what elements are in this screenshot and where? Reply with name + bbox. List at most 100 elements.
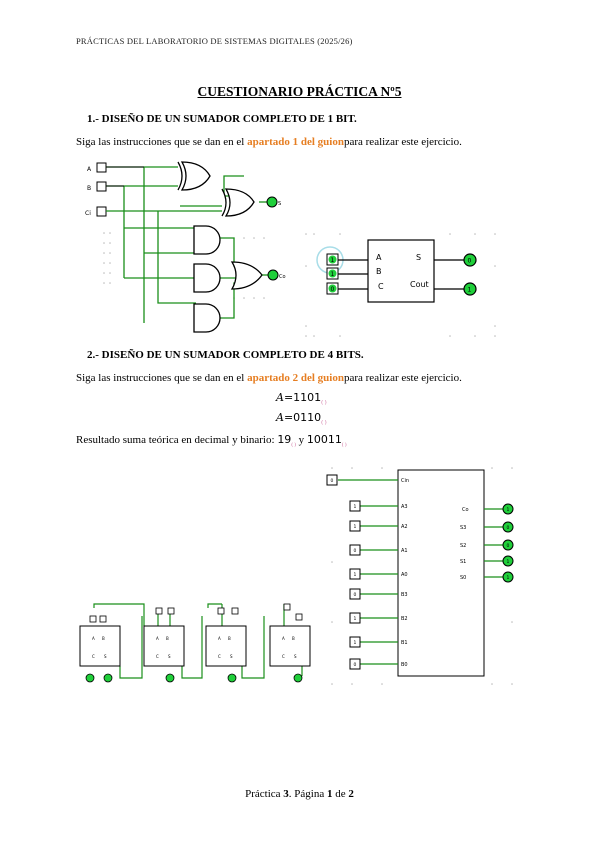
svg-text:0: 0 xyxy=(331,478,334,484)
chip-output-labels: Co S3 S2 S1 S0 xyxy=(460,507,469,581)
svg-text:0: 0 xyxy=(507,525,510,531)
and-gate-2 xyxy=(193,263,221,293)
chip-pin-b1[interactable] xyxy=(349,636,361,648)
block-output-s xyxy=(463,253,477,267)
adder-block-4 xyxy=(269,625,311,667)
chip-pin-a2[interactable] xyxy=(349,520,361,532)
eq2-value: =0110 xyxy=(283,411,322,424)
svg-text:0: 0 xyxy=(507,543,510,549)
svg-text:C: C xyxy=(156,654,159,659)
full-adder-block: 1 1 0 A B C S Cout 0 1 xyxy=(305,233,496,337)
page-header: PRÁCTICAS DEL LABORATORIO DE SISTEMAS DI… xyxy=(76,36,353,46)
led-in-a xyxy=(328,255,337,264)
result-line: Resultado suma teórica en decimal y bina… xyxy=(76,433,347,448)
chip-input-labels: Cin A3 A2 A1 A0 B3 B2 B1 B0 xyxy=(401,478,409,668)
adder-block-2 xyxy=(143,625,185,667)
svg-text:0: 0 xyxy=(354,662,357,668)
svg-text:S: S xyxy=(294,654,297,659)
svg-text:A2: A2 xyxy=(401,524,408,530)
input-pin-a[interactable] xyxy=(96,162,107,173)
eq2-variable: A xyxy=(276,411,284,424)
eq1-sub: ( ) xyxy=(321,400,327,407)
block-in-value-c: 0 xyxy=(331,286,335,293)
green-wires xyxy=(106,166,269,323)
svg-text:C: C xyxy=(282,654,285,659)
svg-text:B0: B0 xyxy=(401,662,408,668)
chip-wires xyxy=(338,479,504,665)
svg-text:B: B xyxy=(292,636,295,641)
led-in-c xyxy=(328,284,337,293)
led-in-b xyxy=(328,269,337,278)
label-a: A xyxy=(87,166,92,173)
svg-text:1: 1 xyxy=(354,572,357,578)
section1-instructions: Siga las instrucciones que se dan en el … xyxy=(76,136,462,148)
svg-text:1: 1 xyxy=(354,524,357,530)
page-title: CUESTIONARIO PRÁCTICA Nº5 xyxy=(197,84,402,99)
eq1-value: =1101 xyxy=(283,391,322,404)
label-ci: Ci xyxy=(85,210,91,217)
chip-pin-b2[interactable] xyxy=(349,612,361,624)
section2-instructions: Siga las instrucciones que se dan en el … xyxy=(76,372,462,384)
svg-text:1: 1 xyxy=(354,640,357,646)
chip-pin-a0[interactable] xyxy=(349,568,361,580)
label-s: S xyxy=(278,201,281,207)
label-co: Co xyxy=(279,274,286,280)
result-and: y xyxy=(295,434,307,446)
chip-input-values: 0 1 1 0 1 0 1 1 0 xyxy=(331,478,357,668)
block-grid-dots xyxy=(305,233,496,337)
guide-link-2[interactable]: apartado 2 del guion xyxy=(247,372,344,384)
block-out-value-s: 0 xyxy=(468,258,472,265)
footer-practice-num: 3 xyxy=(283,788,289,800)
instr-text-end-2: para realizar este ejercicio. xyxy=(343,372,462,384)
svg-text:S3: S3 xyxy=(460,525,466,531)
chip-pin-b0[interactable] xyxy=(349,658,361,670)
input-pin-b[interactable] xyxy=(96,181,107,192)
svg-text:A: A xyxy=(156,636,159,641)
result-label: Resultado suma teórica en decimal y bina… xyxy=(76,434,278,446)
footer-prefix: Práctica xyxy=(245,788,284,800)
output-led-co xyxy=(267,269,279,281)
chip-pin-b3[interactable] xyxy=(349,588,361,600)
equation-2: A=0110( ) xyxy=(276,411,327,426)
chip-output-leds xyxy=(502,503,514,583)
svg-text:A0: A0 xyxy=(401,572,408,578)
block-out-value-cout: 1 xyxy=(468,287,472,294)
adder-block-1 xyxy=(79,625,121,667)
svg-text:1: 1 xyxy=(354,616,357,622)
svg-text:A: A xyxy=(218,636,221,641)
guide-link[interactable]: apartado 1 del guion xyxy=(247,136,344,148)
svg-text:1: 1 xyxy=(507,559,510,565)
svg-text:B2: B2 xyxy=(401,616,408,622)
svg-text:1: 1 xyxy=(354,504,357,510)
svg-text:B3: B3 xyxy=(401,592,408,598)
section2-heading: 2.- DISEÑO DE UN SUMADOR COMPLETO DE 4 B… xyxy=(87,349,364,361)
svg-text:A1: A1 xyxy=(401,548,408,554)
chip-body xyxy=(397,469,485,677)
equation-1: A=1101( ) xyxy=(276,391,327,406)
chip-pin-a3[interactable] xyxy=(349,500,361,512)
xor-gate-1 xyxy=(177,161,211,191)
wires-black xyxy=(106,166,144,187)
instr-text-end: para realizar este ejercicio. xyxy=(343,136,462,148)
svg-text:S0: S0 xyxy=(460,575,466,581)
label-b: B xyxy=(87,185,91,192)
chip-pin-a1[interactable] xyxy=(349,544,361,556)
or-gate xyxy=(230,261,263,290)
grid-dots xyxy=(103,232,265,299)
eq2-sub: ( ) xyxy=(321,420,327,427)
svg-text:S: S xyxy=(168,654,171,659)
svg-text:A: A xyxy=(282,636,285,641)
input-pin-ci[interactable] xyxy=(96,206,107,217)
block-in-value-a: 1 xyxy=(331,257,335,264)
svg-text:Cin: Cin xyxy=(401,478,409,484)
chip-pin-cin[interactable] xyxy=(326,474,338,486)
block-label-s: S xyxy=(416,253,421,262)
svg-text:S: S xyxy=(230,654,233,659)
full-adder-circuit: A B Ci S Co xyxy=(85,161,286,333)
instr-text: Siga las instrucciones que se dan en el xyxy=(76,136,248,148)
chip-input-pins xyxy=(326,474,361,670)
chip-output-values: 1 0 0 1 1 xyxy=(507,507,510,581)
svg-text:C: C xyxy=(92,654,95,659)
output-led-s xyxy=(266,196,278,208)
